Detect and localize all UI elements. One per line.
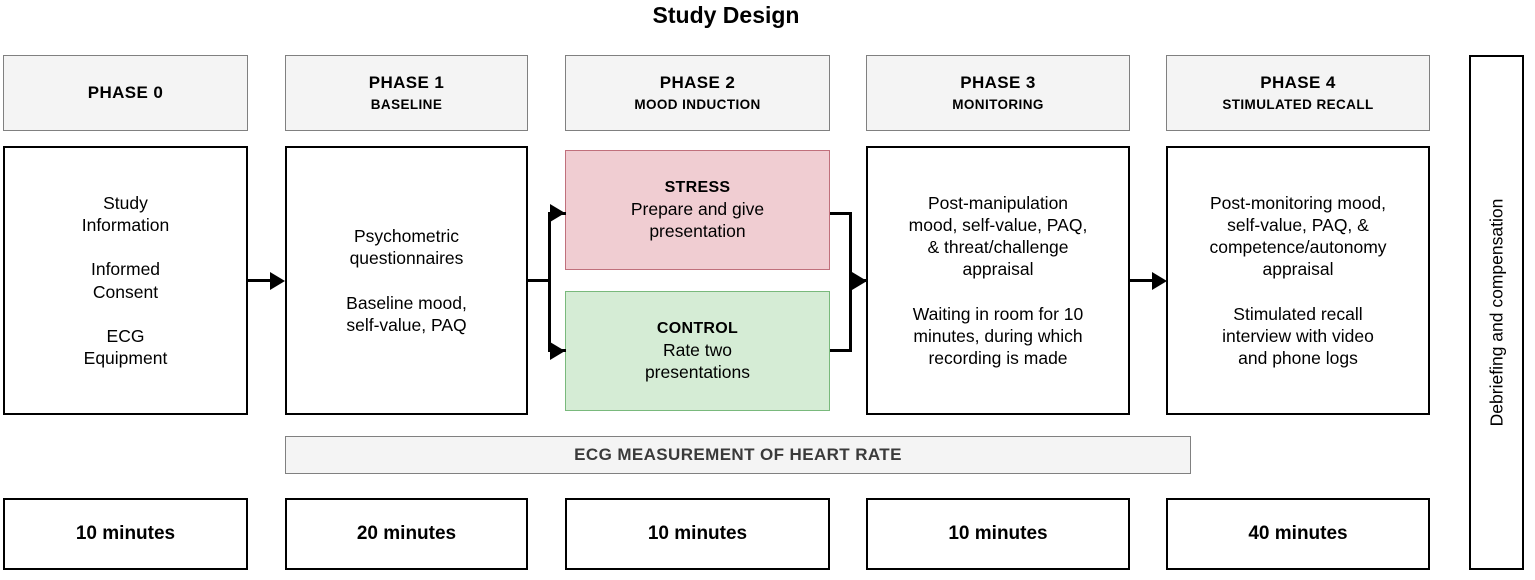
phase-header-subtitle: BASELINE	[370, 96, 443, 112]
connector-line-phase0-phase1	[248, 279, 274, 282]
arrow-phase0-phase1	[270, 272, 285, 290]
phase-content-paragraph: ECG Equipment	[83, 325, 168, 368]
phase-content-3: Post-manipulation mood, self-value, PAQ,…	[866, 146, 1130, 415]
phase-header-subtitle: MOOD INDUCTION	[634, 96, 761, 112]
phase-content-paragraph: Baseline mood, self-value, PAQ	[346, 292, 467, 335]
condition-box-stress: STRESS Prepare and give presentation	[565, 150, 830, 270]
phase-header-title: PHASE 0	[87, 83, 164, 103]
phase-header-title: PHASE 1	[368, 73, 445, 93]
phase-content-paragraph: Waiting in room for 10 minutes, during w…	[912, 303, 1084, 368]
phase-content-paragraph: Post-manipulation mood, self-value, PAQ,…	[908, 193, 1088, 280]
phase-header-2: PHASE 2 MOOD INDUCTION	[565, 55, 830, 131]
duration-box-phase1: 20 minutes	[285, 498, 528, 570]
connector-line-phase1-split	[528, 279, 550, 282]
phase-header-0: PHASE 0	[3, 55, 248, 131]
connector-stress-to-merge	[830, 212, 852, 215]
phase-header-title: PHASE 4	[1260, 73, 1336, 93]
duration-label: 40 minutes	[1248, 523, 1348, 544]
condition-box-control: CONTROL Rate two presentations	[565, 291, 830, 411]
phase-content-paragraph: Psychometric questionnaires	[349, 226, 464, 269]
phase-content-4: Post-monitoring mood, self-value, PAQ, &…	[1166, 146, 1430, 415]
phase-header-title: PHASE 3	[960, 73, 1036, 93]
phase-header-subtitle: STIMULATED RECALL	[1222, 96, 1374, 112]
duration-box-phase2: 10 minutes	[565, 498, 830, 570]
duration-box-phase4: 40 minutes	[1166, 498, 1430, 570]
ecg-measurement-label: ECG MEASUREMENT OF HEART RATE	[574, 445, 902, 464]
duration-label: 10 minutes	[647, 523, 748, 544]
phase-header-3: PHASE 3 MONITORING	[866, 55, 1130, 131]
phase-content-paragraph: Stimulated recall interview with video a…	[1222, 303, 1374, 368]
debriefing-label: Debriefing and compensation	[1486, 198, 1506, 427]
condition-label: CONTROL	[656, 319, 739, 337]
connector-line-phase3-phase4	[1130, 279, 1156, 282]
phase-header-subtitle: MONITORING	[952, 96, 1044, 112]
connector-split-vertical	[548, 212, 551, 352]
phase-content-1: Psychometric questionnaires Baseline moo…	[285, 146, 528, 415]
duration-label: 10 minutes	[948, 523, 1048, 544]
debriefing-box: Debriefing and compensation	[1469, 55, 1524, 570]
condition-text: Rate two presentations	[644, 340, 751, 383]
arrow-phase3-phase4	[1152, 272, 1167, 290]
duration-box-phase3: 10 minutes	[866, 498, 1130, 570]
arrow-merge-to-phase3	[852, 272, 867, 290]
arrow-split-to-control	[550, 342, 565, 360]
connector-merge-vertical	[849, 212, 852, 352]
phase-content-paragraph: Post-monitoring mood, self-value, PAQ, &…	[1209, 193, 1387, 280]
connector-control-to-merge	[830, 349, 852, 352]
phase-content-paragraph: Study Information	[81, 193, 170, 236]
phase-header-1: PHASE 1 BASELINE	[285, 55, 528, 131]
ecg-measurement-bar: ECG MEASUREMENT OF HEART RATE	[285, 436, 1191, 474]
phase-content-paragraph: Informed Consent	[90, 259, 161, 302]
duration-label: 20 minutes	[356, 523, 457, 544]
phase-header-4: PHASE 4 STIMULATED RECALL	[1166, 55, 1430, 131]
duration-label: 10 minutes	[75, 523, 176, 544]
phase-header-title: PHASE 2	[659, 73, 736, 93]
arrow-split-to-stress	[550, 204, 565, 222]
phase-content-0: Study Information Informed Consent ECG E…	[3, 146, 248, 415]
condition-text: Prepare and give presentation	[630, 199, 765, 242]
page-title: Study Design	[652, 2, 800, 28]
condition-label: STRESS	[664, 178, 731, 196]
duration-box-phase0: 10 minutes	[3, 498, 248, 570]
